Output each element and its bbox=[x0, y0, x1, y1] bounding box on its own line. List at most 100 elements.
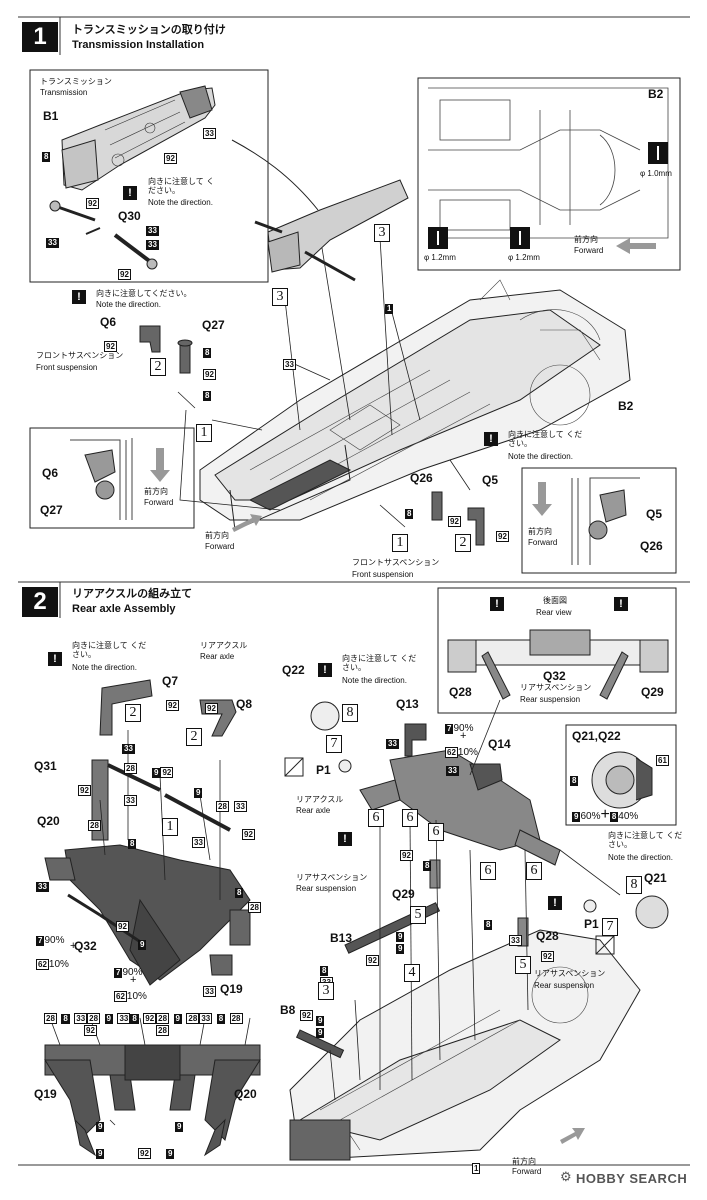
part-tag-9-s2c: 9 bbox=[138, 940, 147, 950]
inset-q6: Q6 bbox=[42, 466, 59, 480]
part-tag-8b: 8 bbox=[203, 348, 212, 358]
mix-f-value: 10% bbox=[457, 747, 478, 758]
part-b8: B8 bbox=[280, 1003, 296, 1017]
part-tag-9-s2b: 9 bbox=[194, 788, 203, 798]
note3-icon: ! bbox=[484, 432, 498, 446]
part-tag-8c: 8 bbox=[203, 391, 212, 401]
note-icon: ! bbox=[123, 186, 137, 200]
step-ref-5a: 5 bbox=[410, 906, 426, 924]
front-susp-en: Front suspension bbox=[36, 363, 98, 372]
step-ref-6c: 6 bbox=[428, 823, 444, 841]
rear-axle2-en: Rear axle bbox=[296, 806, 331, 815]
part-tag-92-s2j: 92 bbox=[300, 1010, 313, 1021]
step-2-title-en: Rear axle Assembly bbox=[72, 603, 176, 615]
step-ref-1a: 1 bbox=[196, 424, 212, 442]
note-s2d-jp: 向きに注意して ください。 bbox=[608, 831, 683, 849]
part-tag-8: 8 bbox=[42, 152, 51, 162]
step-2-title-jp: リアアクスルの組み立て bbox=[72, 587, 193, 600]
step-ref-8a: 8 bbox=[342, 704, 358, 722]
step-ref-6b: 6 bbox=[402, 809, 418, 827]
rear-susp3-jp: リアサスペンション bbox=[534, 969, 606, 978]
part-tag-92-s2a: 92 bbox=[166, 700, 179, 711]
step-ref-6e: 6 bbox=[526, 862, 542, 880]
bottom-tag-9d: 9 bbox=[166, 1149, 175, 1159]
inset2-forward-jp: 前方向 bbox=[528, 527, 552, 536]
part-tag-33-s2c: 33 bbox=[234, 801, 247, 812]
part-q26: Q26 bbox=[410, 471, 433, 485]
rear-view-icon-right: ! bbox=[614, 597, 628, 611]
part-tag-9-s2e: 9 bbox=[396, 944, 405, 954]
bottom-tag-92-left: 92 bbox=[84, 1025, 97, 1036]
step-ref-7a: 7 bbox=[326, 735, 342, 753]
part-q14: Q14 bbox=[488, 737, 511, 751]
part-tag-92d: 92 bbox=[104, 341, 117, 352]
rear-view-susp-jp: リアサスペンション bbox=[520, 683, 592, 692]
part-tag-92-s2e: 92 bbox=[116, 921, 129, 932]
bottom-tag-9a: 9 bbox=[96, 1122, 105, 1132]
front-susp-jp: フロントサスペンション bbox=[36, 351, 124, 360]
step-ref-2c: 2 bbox=[125, 704, 141, 722]
rear-susp2-en: Rear suspension bbox=[296, 884, 357, 893]
part-tag-8-s2c: 8 bbox=[423, 861, 432, 871]
bottom-tag-9c: 9 bbox=[96, 1149, 105, 1159]
part-tag-92-s2h: 92 bbox=[400, 850, 413, 861]
part-tag-8-s2d: 8 bbox=[320, 966, 329, 976]
note-s2b-jp: 向きに注意して ください。 bbox=[342, 654, 417, 672]
chassis-forward-en: Forward bbox=[205, 542, 235, 551]
inset-q26: Q26 bbox=[640, 539, 663, 553]
part-tag-33e: 33 bbox=[283, 359, 296, 370]
front-susp2-jp: フロントサスペンション bbox=[352, 558, 440, 567]
note-s2d-icon: ! bbox=[548, 896, 562, 910]
step-ref-6d: 6 bbox=[480, 862, 496, 880]
q21-mix-a: 60% bbox=[580, 811, 601, 822]
note-transmission-jp: 向きに注意して ください。 bbox=[148, 177, 215, 195]
note-s2b-en: Note the direction. bbox=[342, 676, 407, 685]
part-tag-33-s2a: 33 bbox=[122, 744, 135, 754]
part-tag-92-s2i: 92 bbox=[366, 955, 379, 966]
step-ref-1b: 1 bbox=[392, 534, 408, 552]
part-q13: Q13 bbox=[396, 697, 419, 711]
note-s2-icon: ! bbox=[48, 652, 62, 666]
part-tag-92-s2d: 92 bbox=[242, 829, 255, 840]
part-tag-33: 33 bbox=[203, 128, 216, 139]
note-s2-jp: 向きに注意して ください。 bbox=[72, 641, 147, 659]
transmission-label-jp: トランスミッション bbox=[40, 77, 112, 86]
part-b2: B2 bbox=[648, 87, 664, 101]
step-ref-3a: 3 bbox=[374, 224, 390, 242]
part-tag-33-s2e: 33 bbox=[36, 882, 49, 892]
bottom-tag-92: 92 bbox=[138, 1148, 151, 1159]
mix-c-value: 90% bbox=[122, 967, 143, 978]
forward-label-jp: 前方向 bbox=[574, 235, 598, 244]
part-tag-28-s2c: 28 bbox=[88, 820, 101, 831]
mix-a-value: 90% bbox=[44, 935, 65, 946]
part-tag-92g: 92 bbox=[496, 531, 509, 542]
note-s2c-icon: ! bbox=[338, 832, 352, 846]
part-tag-28-s2b: 28 bbox=[216, 801, 229, 812]
step-1-title-en: Transmission Installation bbox=[72, 39, 205, 51]
step-2-number: 2 bbox=[22, 587, 58, 617]
mix-d-value: 10% bbox=[126, 991, 147, 1002]
rear-view-en: Rear view bbox=[536, 608, 572, 617]
part-b1: B1 bbox=[43, 109, 59, 123]
hole-size-c: φ 1.0mm bbox=[640, 169, 672, 178]
part-tag-92f: 92 bbox=[448, 516, 461, 527]
part-tag-92b: 92 bbox=[86, 198, 99, 209]
note2-en: Note the direction. bbox=[96, 300, 161, 309]
part-q8: Q8 bbox=[236, 697, 253, 711]
part-tag-92: 92 bbox=[164, 153, 177, 164]
part-tag-92-s2b: 92 bbox=[205, 703, 218, 714]
part-b13: B13 bbox=[330, 931, 353, 945]
part-tag-8d: 8 bbox=[405, 509, 414, 519]
part-tag-92c: 92 bbox=[118, 269, 131, 280]
part-tag-33-s2f: 33 bbox=[203, 986, 216, 997]
rear-susp2-jp: リアサスペンション bbox=[296, 873, 368, 882]
part-tag-33-s2g: 33 bbox=[386, 739, 399, 749]
bottom-tag-9b: 9 bbox=[175, 1122, 184, 1132]
part-q28b: Q28 bbox=[536, 929, 559, 943]
rear-axle-en: Rear axle bbox=[200, 652, 235, 661]
